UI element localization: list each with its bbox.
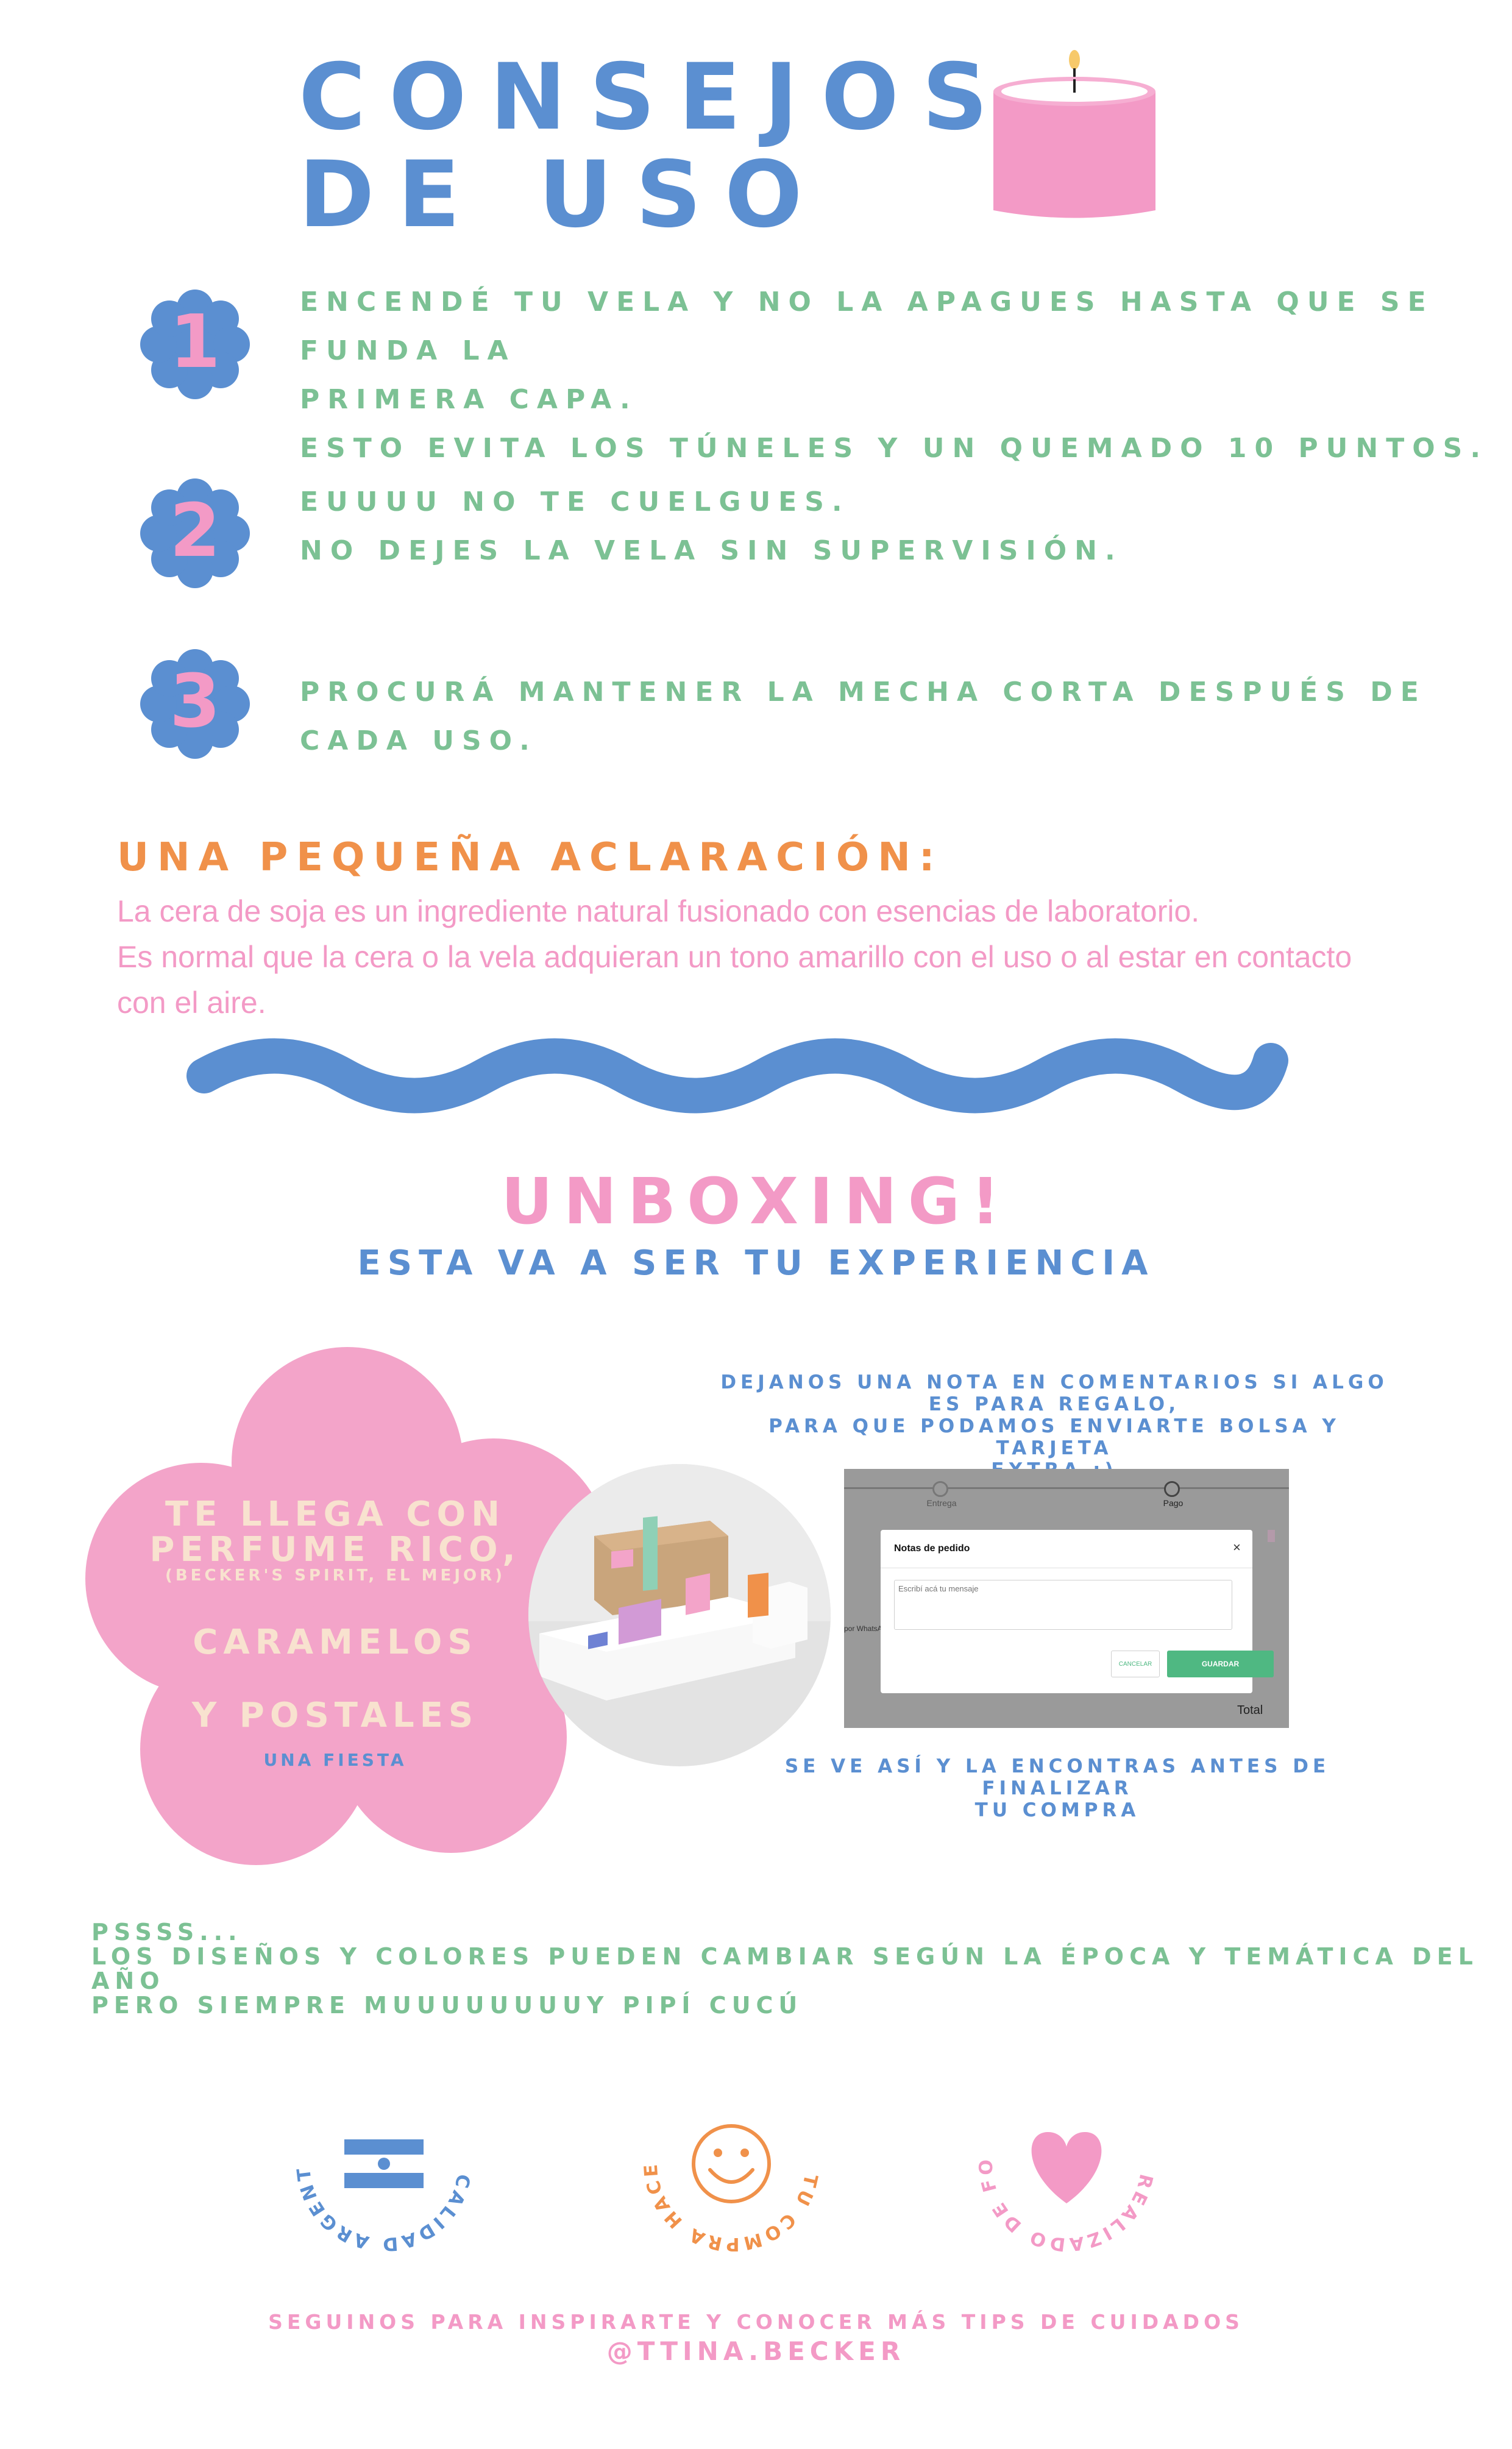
side-fragment — [1268, 1530, 1275, 1542]
side-label: por WhatsA — [844, 1624, 882, 1633]
step-1-line-3: ESTO EVITA LOS TÚNELES Y UN QUEMADO 10 P… — [300, 433, 1489, 464]
flower-text-line-4: Y POSTALES — [191, 1696, 479, 1735]
step-3-text: PROCURÁ MANTENER LA MECHA CORTA DESPUÉS … — [300, 668, 1427, 766]
caption-line-2: TU COMPRA — [974, 1799, 1140, 1821]
step-1-number-badge: 1 — [140, 290, 250, 399]
aclaracion-line-2: Es normal que la cera o la vela adquiera… — [117, 940, 1352, 974]
flower-text-line-1: TE LLEGA CON — [165, 1495, 505, 1534]
notes-modal: Notas de pedido × CANCELAR GUARDAR — [881, 1530, 1274, 1693]
aclaracion-title: UNA PEQUEÑA ACLARACIÓN: — [117, 835, 943, 880]
step-1-number: 1 — [169, 300, 221, 385]
footer-text: SEGUINOS PARA INSPIRARTE Y CONOCER MÁS T… — [268, 2310, 1244, 2334]
instagram-handle[interactable]: @TTINA.BECKER — [606, 2336, 906, 2366]
badge-smiley: TU COMPRA HACE FELIZ A VARIOS — [640, 2072, 822, 2255]
step-3-line-1: PROCURÁ MANTENER LA MECHA CORTA DESPUÉS … — [300, 677, 1427, 708]
notes-textarea[interactable] — [894, 1580, 1232, 1630]
pssss-note: PSSSS... LOS DISEÑOS Y COLORES PUEDEN CA… — [91, 1920, 1512, 2017]
flower-shape — [85, 1347, 609, 1865]
step-1-line-1: ENCENDÉ TU VELA Y NO LA APAGUES HASTA QU… — [300, 286, 1434, 366]
heart-icon — [1031, 2131, 1102, 2203]
aclaracion-line-3: con el aire. — [117, 986, 266, 1020]
save-button[interactable]: GUARDAR — [1167, 1651, 1274, 1677]
step-2-number-badge: 2 — [140, 478, 250, 588]
step-3-number: 3 — [169, 659, 221, 744]
step-1-line-2: PRIMERA CAPA. — [300, 384, 638, 415]
argentina-flag-icon — [344, 2139, 424, 2188]
packaging-photo — [528, 1464, 831, 1766]
candle-icon — [993, 50, 1155, 218]
pssss-line-1: PSSSS... — [91, 1919, 243, 1946]
title-line-1: CONSEJOS — [299, 44, 1011, 151]
modal-title: Notas de pedido — [894, 1543, 970, 1554]
progress-line — [844, 1487, 1289, 1489]
title-line-2: DE USO — [299, 142, 826, 248]
step-2-line-1: EUUUU NO TE CUELGUES. — [300, 486, 850, 517]
checkout-screenshot: Entrega Pago por WhatsA Total Notas de p… — [844, 1469, 1289, 1728]
close-icon[interactable]: × — [1233, 1540, 1241, 1555]
smiley-icon — [692, 2124, 771, 2203]
unboxing-title: UNBOXING! — [501, 1164, 1011, 1239]
cancel-button[interactable]: CANCELAR — [1111, 1651, 1160, 1677]
note-instructions: DEJANOS UNA NOTA EN COMENTARIOS SI ALGO … — [719, 1371, 1390, 1481]
step-3-number-badge: 3 — [140, 649, 250, 759]
note-line-2: ES PARA REGALO, — [928, 1393, 1180, 1415]
step-2-text: EUUUU NO TE CUELGUES. NO DEJES LA VELA S… — [300, 478, 1123, 575]
flower-text-line-2: PERFUME RICO, — [149, 1530, 521, 1569]
flower-text-small: UNA FIESTA — [263, 1750, 407, 1770]
aclaracion-line-1: La cera de soja es un ingrediente natura… — [117, 894, 1200, 928]
step-pago-dot — [1164, 1481, 1180, 1497]
total-label: Total — [1237, 1704, 1263, 1717]
note-caption: SE VE ASÍ Y LA ENCONTRAS ANTES DE FINALI… — [722, 1755, 1393, 1821]
badge-argentina: CALIDAD ARGENTINA DE VERDAD — [293, 2072, 471, 2255]
pssss-line-3: PERO SIEMPRE MUUUUUUUUY PIPÍ CUCÚ — [91, 1992, 803, 2019]
note-line-1: DEJANOS UNA NOTA EN COMENTARIOS SI ALGO — [720, 1371, 1388, 1393]
flower-text-line-3: CARAMELOS — [193, 1623, 478, 1662]
badge-smiley-text: TU COMPRA HACE FELIZ A VARIOS — [640, 2072, 818, 2255]
step-1-text: ENCENDÉ TU VELA Y NO LA APAGUES HASTA QU… — [300, 278, 1512, 473]
wave-divider — [186, 1038, 1288, 1114]
step-2-line-2: NO DEJES LA VELA SIN SUPERVISIÓN. — [300, 535, 1123, 566]
page-title: CONSEJOS DE USO — [299, 49, 1011, 244]
caption-line-1: SE VE ASÍ Y LA ENCONTRAS ANTES DE FINALI… — [784, 1755, 1330, 1799]
step-3-line-2: CADA USO. — [300, 725, 538, 756]
step-entrega-dot — [932, 1481, 948, 1497]
note-line-3: PARA QUE PODAMOS ENVIARTE BOLSA Y TARJET… — [768, 1415, 1340, 1459]
pssss-line-2: LOS DISEÑOS Y COLORES PUEDEN CAMBIAR SEG… — [91, 1943, 1478, 1994]
step-2-number: 2 — [169, 489, 221, 574]
step-pago-label: Pago — [1163, 1498, 1184, 1508]
unboxing-subtitle: ESTA VA A SER TU EXPERIENCIA — [357, 1243, 1155, 1283]
svg-text:TU COMPRA HACE FELIZ A VARIOS: TU COMPRA HACE FELIZ A VARIOS — [640, 2072, 822, 2255]
aclaracion-body: La cera de soja es un ingrediente natura… — [117, 889, 1488, 1026]
badge-heart: REALIZADO DE FORMA ARTESANAL — [975, 2072, 1154, 2255]
flower-text-note: (BECKER'S SPIRIT, EL MEJOR) — [165, 1566, 505, 1585]
step-entrega-label: Entrega — [926, 1498, 957, 1508]
